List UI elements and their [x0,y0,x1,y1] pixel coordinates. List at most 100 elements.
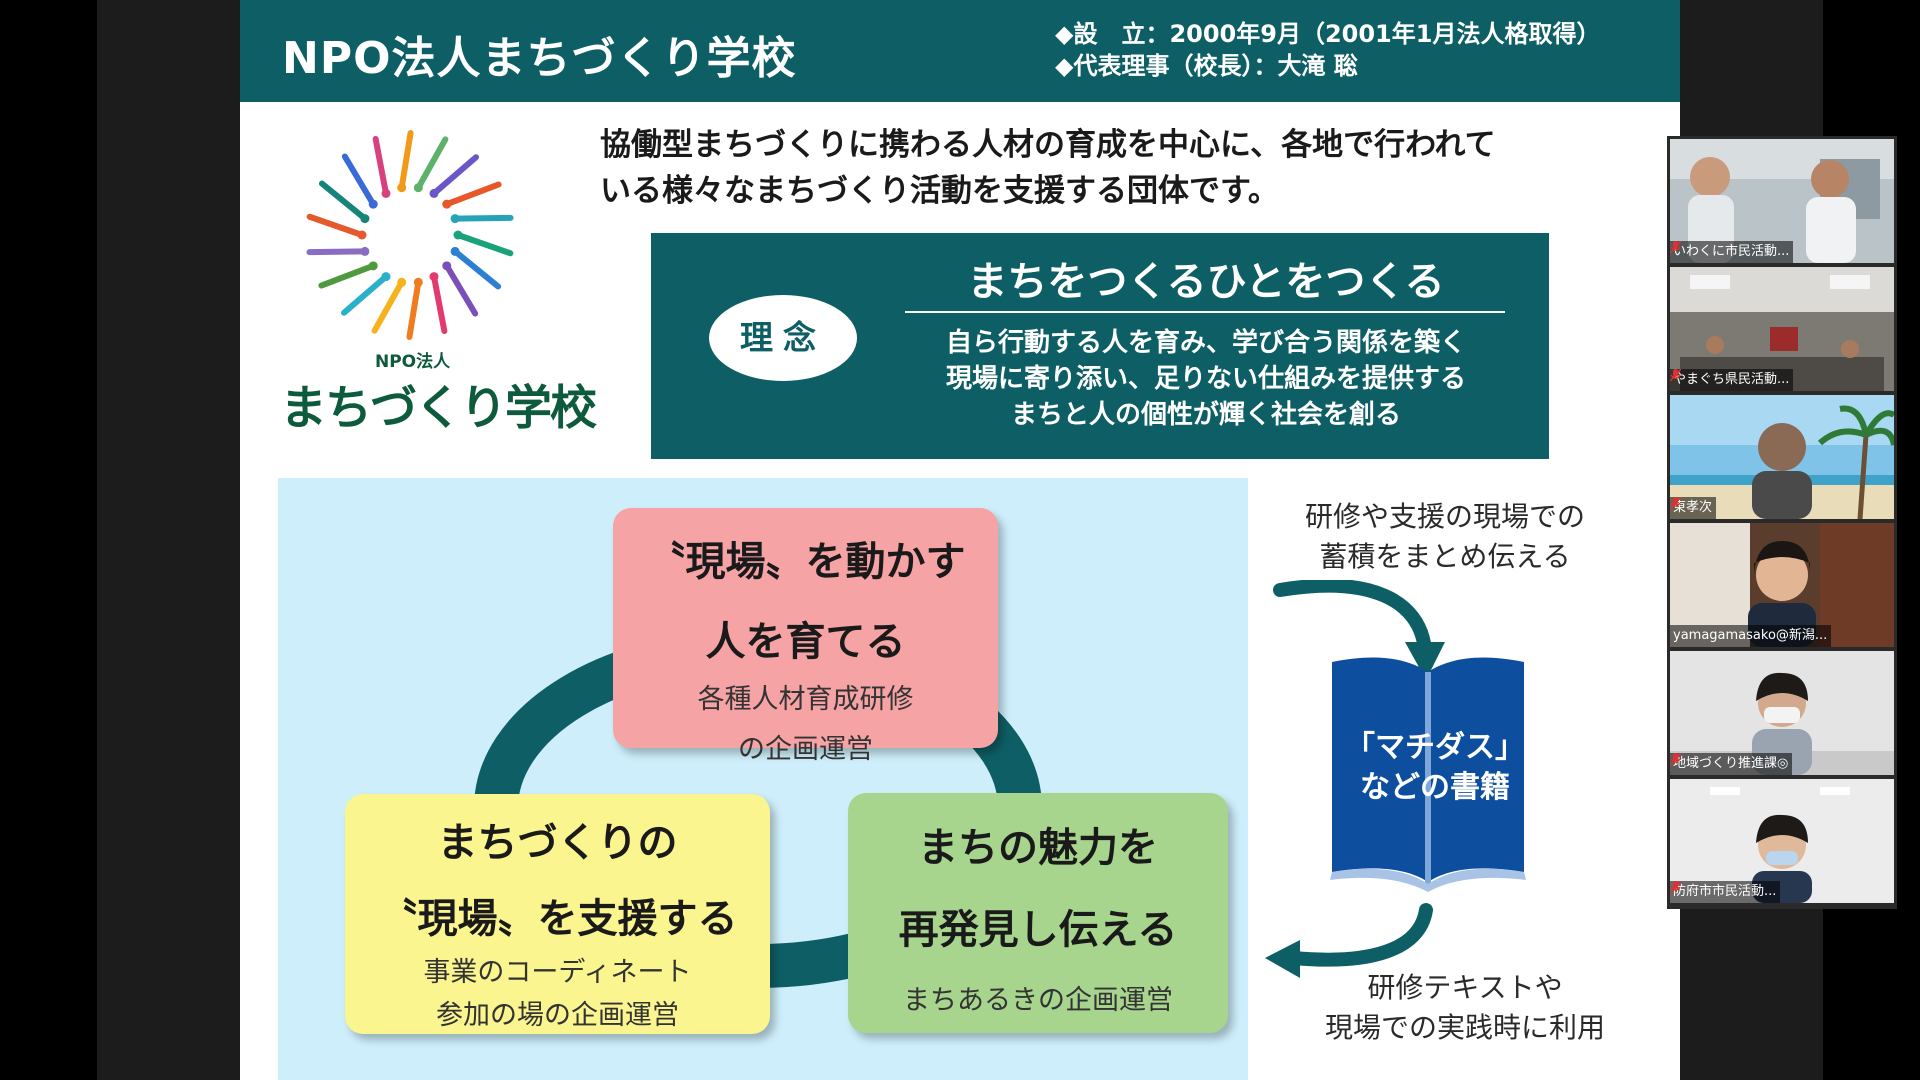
participant-name: yamagamasako@新潟... [1673,628,1828,643]
node-desc-line: 参加の場の企画運営 [436,1000,679,1031]
participant-name: 防府市市民活動... [1673,884,1777,899]
muted-mic-icon [1670,241,1681,254]
muted-mic-icon [1670,369,1681,382]
node-develop-people: 〝現場〟を動かす 人を育てる 各種人材育成研修 の企画運営 [613,508,998,765]
intro-line: いる様々なまちづくり活動を支援する団体です。 [600,173,1279,209]
logo-ray-head [368,199,378,209]
caption-line: 研修テキストや [1367,971,1563,1004]
logo-ray [318,180,368,222]
logo-ray [371,279,405,334]
participant-tile[interactable]: いわくに市民活動... [1670,139,1894,263]
org-name-heading: NPO法人まちづくり学校 [282,33,797,84]
participant-name-label: 地域づくり推進課◎ [1670,753,1793,775]
founded-info: ◆設 立：2000年9月（2001年1月法人格取得） [1055,20,1601,48]
caption-line: 現場での実践時に利用 [1324,1011,1605,1044]
logo-ray [415,136,449,191]
logo-ray [398,130,414,191]
participant-name-label: 東孝次 [1670,497,1717,519]
participant-name: 東孝次 [1673,500,1713,515]
intro-text: 協働型まちづくりに携わる人材の育成を中心に、各地で行われて いる様々なまちづくり… [600,122,1630,214]
book-icon [1265,580,1526,978]
philosophy-line: 現場に寄り添い、足りない仕組みを提供する [945,364,1466,394]
logo-ray [306,248,368,256]
logo-ray [372,135,389,197]
logo-ray [306,213,365,238]
participant-name: やまぐち県民活動... [1673,372,1790,387]
intro-line: 協働型まちづくりに携わる人材の育成を中心に、各地で行われて [600,127,1496,163]
book-input-caption: 研修や支援の現場での 蓄積をまとめ伝える [1295,497,1595,577]
video-feed [1670,395,1894,519]
logo-ray [452,214,514,222]
node-title-line: 〝現場〟を支援する [377,896,738,942]
book-usage-caption: 研修テキストや 現場での実践時に利用 [1315,968,1615,1048]
node-desc-line: まちあるきの企画運営 [903,985,1173,1016]
philosophy-line: まちと人の個性が輝く社会を創る [1010,400,1401,430]
logo-ray-head [429,272,439,282]
org-info: ◆設 立：2000年9月（2001年1月法人格取得） ◆代表理事（校長）：大滝 … [1055,18,1600,82]
logo-ray [455,232,514,257]
logo-ray-head [357,230,367,240]
logo-name-text: まちづくり学校 [280,381,597,436]
logo-ray-head [429,188,439,198]
participant-tile[interactable]: 防府市市民活動... [1670,779,1894,903]
caption-line: 研修や支援の現場での [1304,500,1585,533]
logo-ray [431,273,448,335]
node-desc-line: の企画運営 [738,734,873,765]
participant-tile[interactable]: 地域づくり推進課◎ [1670,651,1894,775]
logo-ray-head [413,183,423,193]
philosophy-badge: 理念 [709,295,857,381]
participant-tile[interactable]: やまぐち県民活動... [1670,267,1894,391]
logo-ray-head [453,230,463,240]
logo-ray-head [397,277,407,287]
node-title-line: 人を育てる [705,619,906,665]
logo-ray-head [381,188,391,198]
logo-ray [443,181,502,208]
philosophy-line: 自ら行動する人を育み、学び合う関係を築く [945,328,1466,358]
philosophy-box: 理念 まちをつくるひとをつくる 自ら行動する人を育み、学び合う関係を築く 現場に… [651,233,1549,459]
node-desc-line: 事業のコーディネート [423,957,692,988]
philosophy-divider [905,311,1505,313]
logo-ray-head [381,272,391,282]
participant-tile-active-speaker[interactable]: yamagamasako@新潟... [1670,523,1894,647]
node-title-line: 〝現場〟を動かす [645,539,966,585]
logo-ray-head [368,261,378,271]
logo-ray-head [442,261,452,271]
participant-tile[interactable]: 東孝次 [1670,395,1894,519]
participant-name-label: いわくに市民活動... [1670,241,1794,263]
slide-header: NPO法人まちづくり学校 ◆設 立：2000年9月（2001年1月法人格取得） … [240,0,1680,102]
org-logo: NPO法人 まちづくり学校 [280,125,597,436]
philosophy-lines: 自ら行動する人を育み、学び合う関係を築く 現場に寄り添い、足りない仕組みを提供す… [901,325,1511,433]
node-desc-line: 各種人材育成研修 [697,684,914,715]
logo-ray [341,153,377,208]
muted-mic-icon [1670,881,1681,894]
starburst-logo-icon [306,130,514,340]
logo-ray [406,279,422,340]
caption-line: 蓄積をまとめ伝える [1319,540,1571,573]
shared-screen-slide: NPO法人まちづくり学校 ◆設 立：2000年9月（2001年1月法人格取得） … [240,0,1680,1080]
participant-name-label: やまぐち県民活動... [1670,369,1794,391]
logo-ray-head [397,183,407,193]
node-support-sites: まちづくりの 〝現場〟を支援する 事業のコーディネート 参加の場の企画運営 [345,794,770,1034]
book-title: 「マチダス」 などの書籍 [1335,728,1535,808]
logo-ray-head [442,199,452,209]
book-title-line: 「マチダス」 [1345,730,1525,765]
book-title-line: などの書籍 [1360,770,1510,805]
muted-mic-icon [1670,753,1681,766]
logo-ray-head [450,246,460,256]
logo-ray [318,262,377,289]
muted-mic-icon [1670,497,1681,510]
logo-ray [452,248,502,290]
node-title-line: まちの魅力を [918,825,1158,871]
node-title-line: 再発見し伝える [898,907,1178,953]
participant-gallery[interactable]: いわくに市民活動... やまぐち県民活動... 東孝次 [1667,136,1897,909]
participant-name: いわくに市民活動... [1673,244,1790,259]
participant-name-label: 防府市市民活動... [1670,881,1781,903]
logo-npo-text: NPO法人 [375,352,451,372]
philosophy-title: まちをつくるひとをつくる [967,259,1445,305]
logo-ray [341,273,389,316]
logo-ray-head [360,246,370,256]
logo-ray [443,262,479,317]
participant-name: 地域づくり推進課◎ [1673,756,1789,771]
logo-ray-head [360,214,370,224]
